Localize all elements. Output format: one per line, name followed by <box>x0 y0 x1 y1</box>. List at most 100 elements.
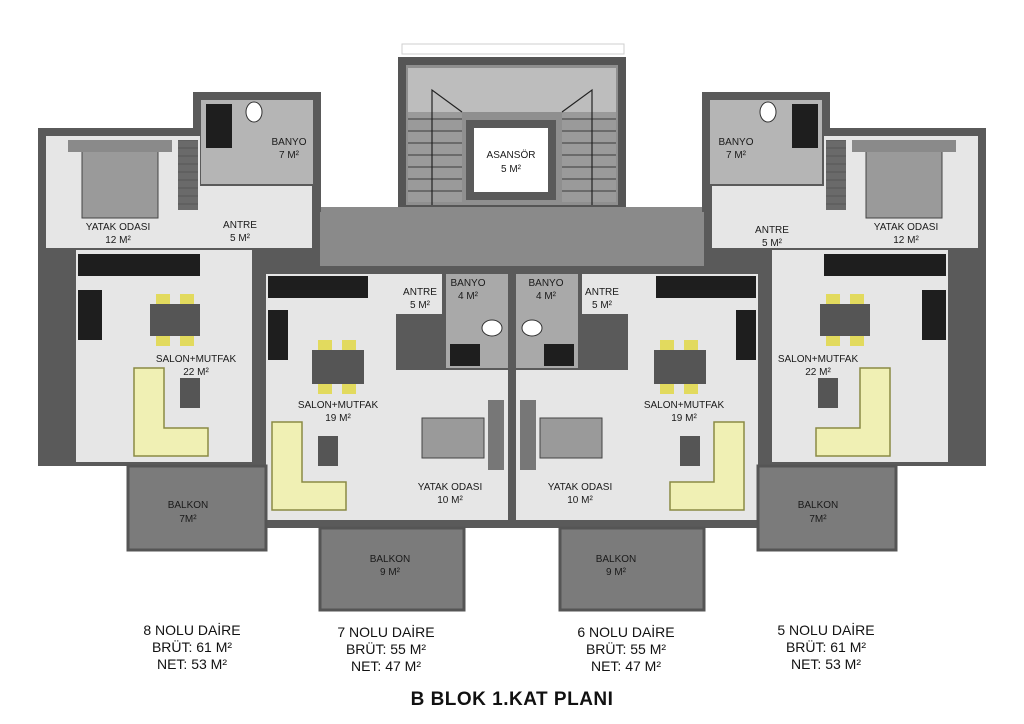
unit-7-coffee-table <box>318 436 338 466</box>
unit-8-chairs <box>156 294 194 346</box>
unit-8-toilet <box>245 101 263 123</box>
stairs <box>401 43 625 205</box>
unit-7-living-name: SALON+MUTFAK <box>298 400 379 411</box>
unit-5-balcony-area: 7M² <box>809 514 827 525</box>
stair-rail-top <box>401 43 625 55</box>
unit-8-wardrobe <box>178 140 198 210</box>
stair-flight-left <box>408 112 462 202</box>
unit-5-bed <box>865 149 943 219</box>
unit-7-dining-table <box>312 350 364 384</box>
unit-8-living-area: 22 M² <box>183 367 209 378</box>
unit-6-toilet <box>521 319 543 337</box>
unit-5-summary: 5 NOLU DAİRE BRÜT: 61 M² NET: 53 M² <box>746 622 906 673</box>
unit-5-shower <box>792 104 818 148</box>
unit-8-balcony-area: 7M² <box>179 514 197 525</box>
unit-5-bedroom-name: YATAK ODASI <box>874 222 938 233</box>
unit-5-kitchen-counter <box>824 254 946 276</box>
unit-6-coffee-table <box>680 436 700 466</box>
unit-6-bed <box>539 417 603 459</box>
stair-arrow-right <box>561 88 593 205</box>
unit-6-sofa <box>669 421 745 511</box>
unit-5-bath-area: 7 M² <box>726 150 747 161</box>
unit-6-bedroom-name: YATAK ODASI <box>548 482 612 493</box>
unit-6-kitchen-counter <box>656 276 756 298</box>
unit-7-shower <box>450 344 480 366</box>
unit-6-net: NET: 47 M² <box>590 658 661 674</box>
unit-7-living-area: 19 M² <box>325 413 351 424</box>
unit-8-hall-floor <box>200 186 312 248</box>
unit-8-kitchen-counter <box>78 254 200 276</box>
stair-arrow-left <box>431 88 463 205</box>
unit-5-living-area: 22 M² <box>805 367 831 378</box>
unit-6-hall-floor <box>582 274 628 314</box>
unit-8-balcony-name: BALKON <box>168 500 209 511</box>
unit-5-gross: BRÜT: 61 M² <box>785 639 867 655</box>
unit-6-summary: 6 NOLU DAİRE BRÜT: 55 M² NET: 47 M² <box>546 624 706 675</box>
unit-8-bed <box>81 149 159 219</box>
unit-5-hall-name: ANTRE <box>755 225 789 236</box>
unit-5-hall-area: 5 M² <box>762 238 783 249</box>
unit-6-nightstand <box>520 400 536 470</box>
unit-7-bath-area: 4 M² <box>458 291 479 302</box>
unit-7-sofa <box>271 421 347 511</box>
unit-6-sink <box>736 310 756 360</box>
unit-5-bath-name: BANYO <box>718 137 753 148</box>
unit-7-nightstand <box>488 400 504 470</box>
stair-flight-right <box>562 112 616 202</box>
unit-7-hall-floor <box>396 274 442 314</box>
unit-6-bath-name: BANYO <box>528 278 563 289</box>
unit-5-balcony-name: BALKON <box>798 500 839 511</box>
unit-8-hall-name: ANTRE <box>223 220 257 231</box>
unit-7-bed <box>421 417 485 459</box>
unit-8-summary: 8 NOLU DAİRE BRÜT: 61 M² NET: 53 M² <box>112 622 272 673</box>
unit-7-chairs <box>318 340 356 394</box>
unit-8-number: 8 NOLU DAİRE <box>143 622 241 638</box>
unit-5-coffee-table <box>818 378 838 408</box>
unit-5-number: 5 NOLU DAİRE <box>777 622 875 638</box>
corridor <box>318 207 704 267</box>
unit-7-gross: BRÜT: 55 M² <box>345 641 427 657</box>
unit-8-bedroom-area: 12 M² <box>105 235 131 246</box>
unit-5-toilet <box>759 101 777 123</box>
room-labels: ASANSÖR 5 M² BANYO 7 M² YATAK ODASI 12 M… <box>86 137 938 578</box>
unit-6-shower <box>544 344 574 366</box>
unit-6-bedroom-area: 10 M² <box>567 495 593 506</box>
unit-8-bath-name: BANYO <box>271 137 306 148</box>
unit-5-dining-table <box>820 304 870 336</box>
unit-6-number: 6 NOLU DAİRE <box>577 624 675 640</box>
unit-5-living-name: SALON+MUTFAK <box>778 354 859 365</box>
unit-7-toilet <box>481 319 503 337</box>
unit-7-net: NET: 47 M² <box>350 658 421 674</box>
unit-6-living-area: 19 M² <box>671 413 697 424</box>
elevator-area: 5 M² <box>501 164 522 175</box>
unit-7-kitchen-counter <box>268 276 368 298</box>
unit-5-balcony <box>756 464 898 552</box>
unit-7-sink <box>268 310 288 360</box>
unit-7-balcony <box>318 526 466 612</box>
unit-5-hall-floor <box>712 186 824 248</box>
unit-8-coffee-table <box>180 378 200 408</box>
unit-6-hall-name: ANTRE <box>585 287 619 298</box>
unit-6-bath-area: 4 M² <box>536 291 557 302</box>
unit-6-balcony-name: BALKON <box>596 554 637 565</box>
unit-8-shower <box>206 104 232 148</box>
unit-5-sink <box>922 290 946 340</box>
unit-8-hall-area: 5 M² <box>230 233 251 244</box>
unit-8-gross: BRÜT: 61 M² <box>151 639 233 655</box>
unit-6-dining-table <box>654 350 706 384</box>
unit-7-bath-name: BANYO <box>450 278 485 289</box>
unit-6-balcony <box>558 526 706 612</box>
unit-8-sofa <box>133 367 209 457</box>
stair-landing <box>408 68 616 112</box>
unit-5-sofa <box>815 367 891 457</box>
unit-6-hall-area: 5 M² <box>592 300 613 311</box>
unit-8-net: NET: 53 M² <box>156 656 227 672</box>
unit-7-hall-name: ANTRE <box>403 287 437 298</box>
unit-8-sink <box>78 290 102 340</box>
unit-8-bedroom-name: YATAK ODASI <box>86 222 150 233</box>
unit-7-balcony-area: 9 M² <box>380 567 401 578</box>
unit-5-bed-headboard <box>852 140 956 152</box>
unit-5-bedroom-area: 12 M² <box>893 235 919 246</box>
unit-7-summary: 7 NOLU DAİRE BRÜT: 55 M² NET: 47 M² <box>306 624 466 675</box>
unit-8-living-name: SALON+MUTFAK <box>156 354 237 365</box>
